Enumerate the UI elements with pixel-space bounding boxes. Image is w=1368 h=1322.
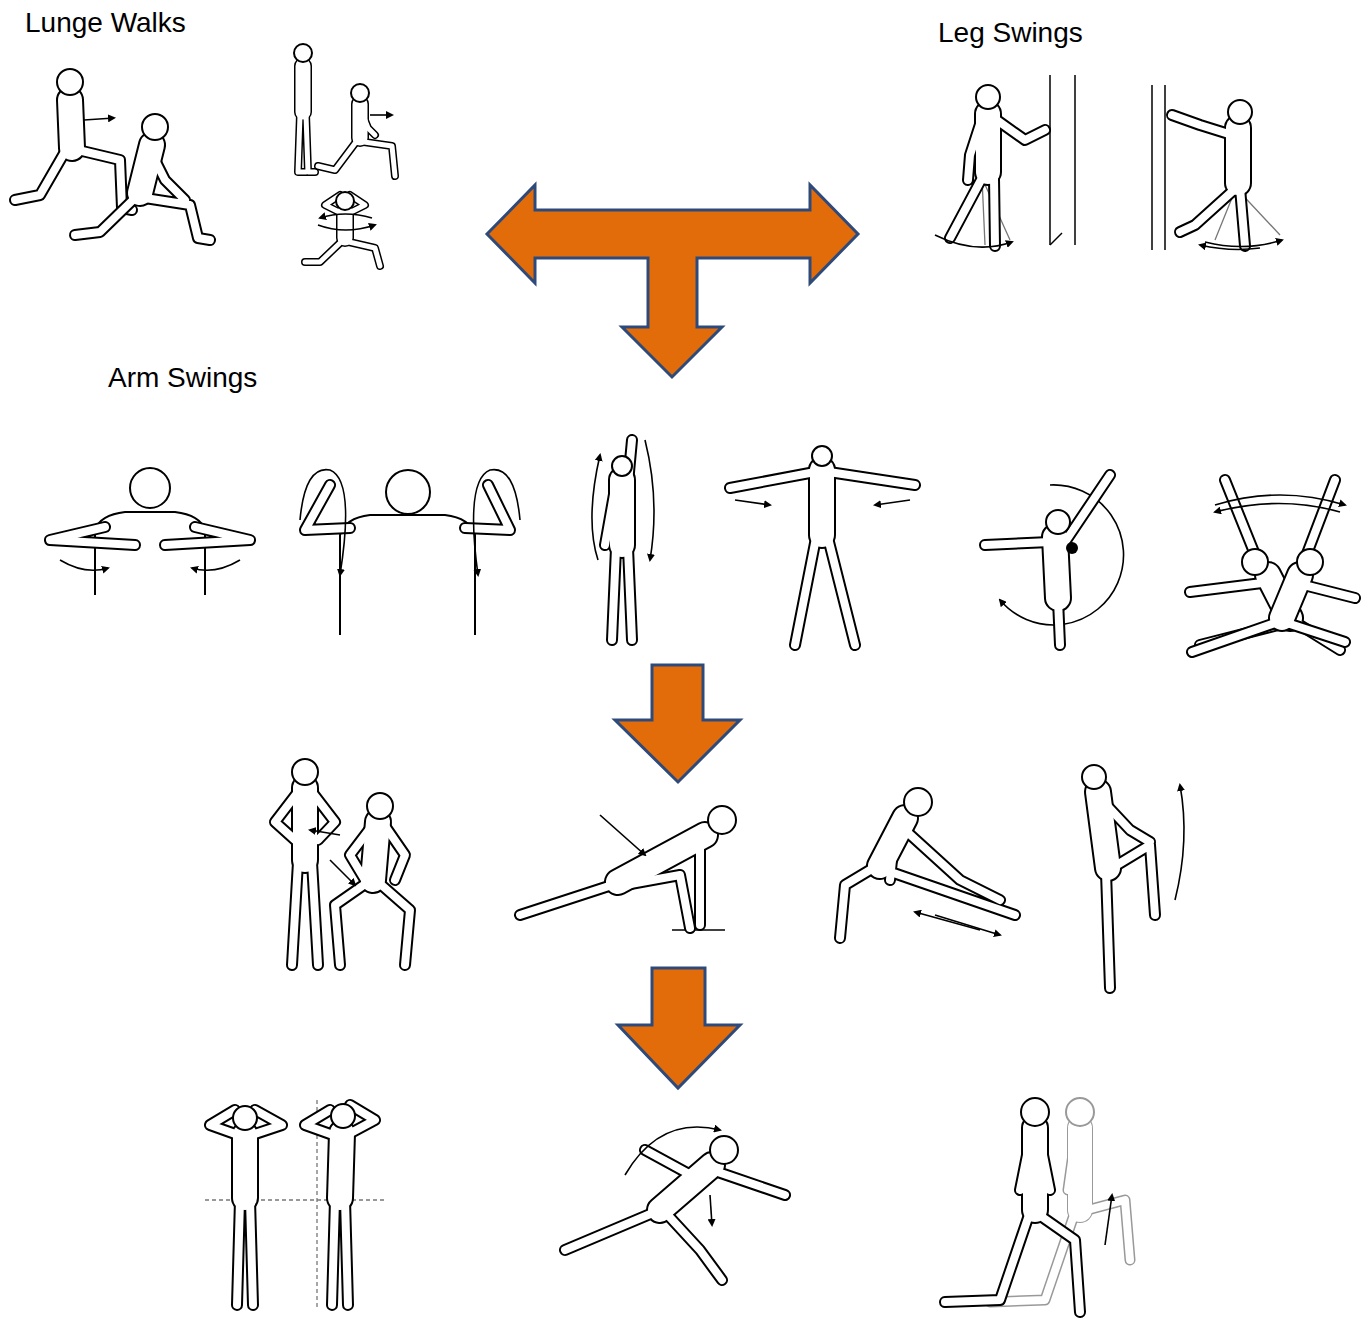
exercise-label: Leg Swings (938, 17, 1083, 49)
t-arrow (487, 185, 858, 377)
leg-swing-figures (935, 75, 1282, 250)
down-arrow (615, 665, 740, 782)
exercise-label: Lunge Walks (25, 7, 186, 39)
exercise-label: Arm Swings (108, 362, 257, 394)
cooldown-figures (205, 1098, 1130, 1312)
lunge-figures (15, 44, 395, 266)
stretch-figures (275, 759, 1184, 988)
arm-swing-figures (50, 440, 1355, 652)
down-arrow (618, 968, 740, 1088)
